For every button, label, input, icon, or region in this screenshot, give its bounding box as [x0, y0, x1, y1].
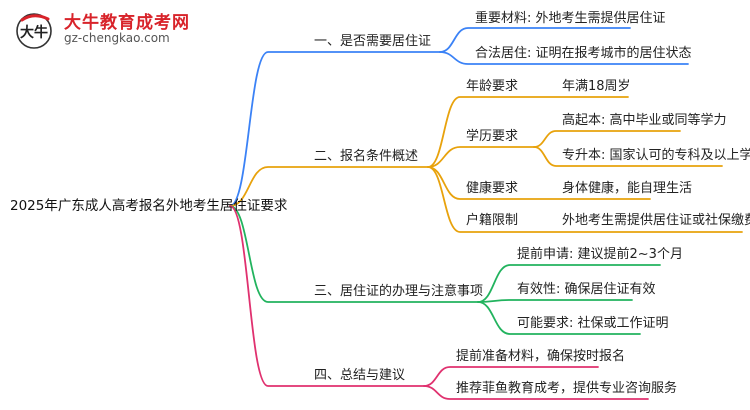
branch-4-item-1-connector [423, 366, 599, 387]
site-logo: 大牛 大牛教育成考网 gz-chengkao.com [10, 8, 189, 49]
branch-2-item-1-detail: 年满18周岁 [562, 79, 631, 94]
logo-mark-text: 大牛 [20, 24, 48, 41]
branch-2-item-4-connector [427, 166, 743, 233]
branch-2-item-2-detail-2-connector [533, 146, 723, 167]
branch-2-label: 二、报名条件概述 [314, 149, 419, 164]
branch-2-item-1-connector [427, 96, 629, 168]
logo-title: 大牛教育成考网 [64, 13, 190, 33]
branch-2-item-2-detail-1: 高起本: 高中毕业或同等学力 [562, 113, 727, 128]
branch-4-label: 四、总结与建议 [314, 368, 406, 383]
branch-2-item-3-detail: 身体健康，能自理生活 [562, 181, 693, 196]
branch-1-item-1-connector [439, 27, 631, 53]
branch-2-item-1: 年龄要求 [466, 79, 519, 94]
branch-2-item-2: 学历要求 [466, 129, 519, 144]
branch-2-item-2-detail-1-connector [533, 130, 681, 148]
branch-2-item-2-connector [427, 146, 535, 168]
branch-3-item-2: 有效性: 确保居住证有效 [517, 282, 656, 297]
branch-4-item-2: 推荐菲鱼教育成考，提供专业咨询服务 [456, 381, 678, 396]
branch-2-item-2-detail-2: 专升本: 国家认可的专科及以上学历 [562, 148, 750, 163]
branch-4-item-2-connector [423, 385, 649, 400]
branch-4-item-1: 提前准备材料，确保按时报名 [456, 349, 626, 364]
branch-2-item-4: 户籍限制 [466, 213, 519, 228]
branch-3-item-3: 可能要求: 社保或工作证明 [517, 316, 669, 331]
branch-3-item-1: 提前申请: 建议提前2~3个月 [517, 247, 683, 262]
branch-2-connector [229, 166, 429, 207]
branch-3-label: 三、居住证的办理与注意事项 [314, 284, 484, 299]
branch-2-item-3: 健康要求 [466, 181, 519, 196]
branch-3-item-3-connector [477, 301, 641, 335]
logo-url: gz-chengkao.com [64, 31, 170, 45]
branch-2-item-4-detail: 外地考生需提供居住证或社保缴费证明 [562, 213, 750, 228]
branch-3-item-2-connector [477, 299, 633, 303]
branch-3-item-1-connector [477, 264, 661, 303]
branch-1-label: 一、是否需要居住证 [314, 34, 432, 49]
branch-1-item-2: 合法居住: 证明在报考城市的居住状态 [475, 46, 692, 61]
branch-2-item-3-connector [427, 166, 651, 200]
logo-mark-icon: 大牛 [16, 13, 52, 49]
branch-1-item-1: 重要材料: 外地考生需提供居住证 [475, 11, 666, 26]
branch-1-connector [229, 51, 441, 207]
branch-1-item-2-connector [439, 51, 689, 65]
root-topic: 2025年广东成人高考报名外地考生居住证要求 [10, 198, 288, 214]
branch-3-connector [229, 205, 479, 303]
branch-4-connector [229, 205, 425, 387]
